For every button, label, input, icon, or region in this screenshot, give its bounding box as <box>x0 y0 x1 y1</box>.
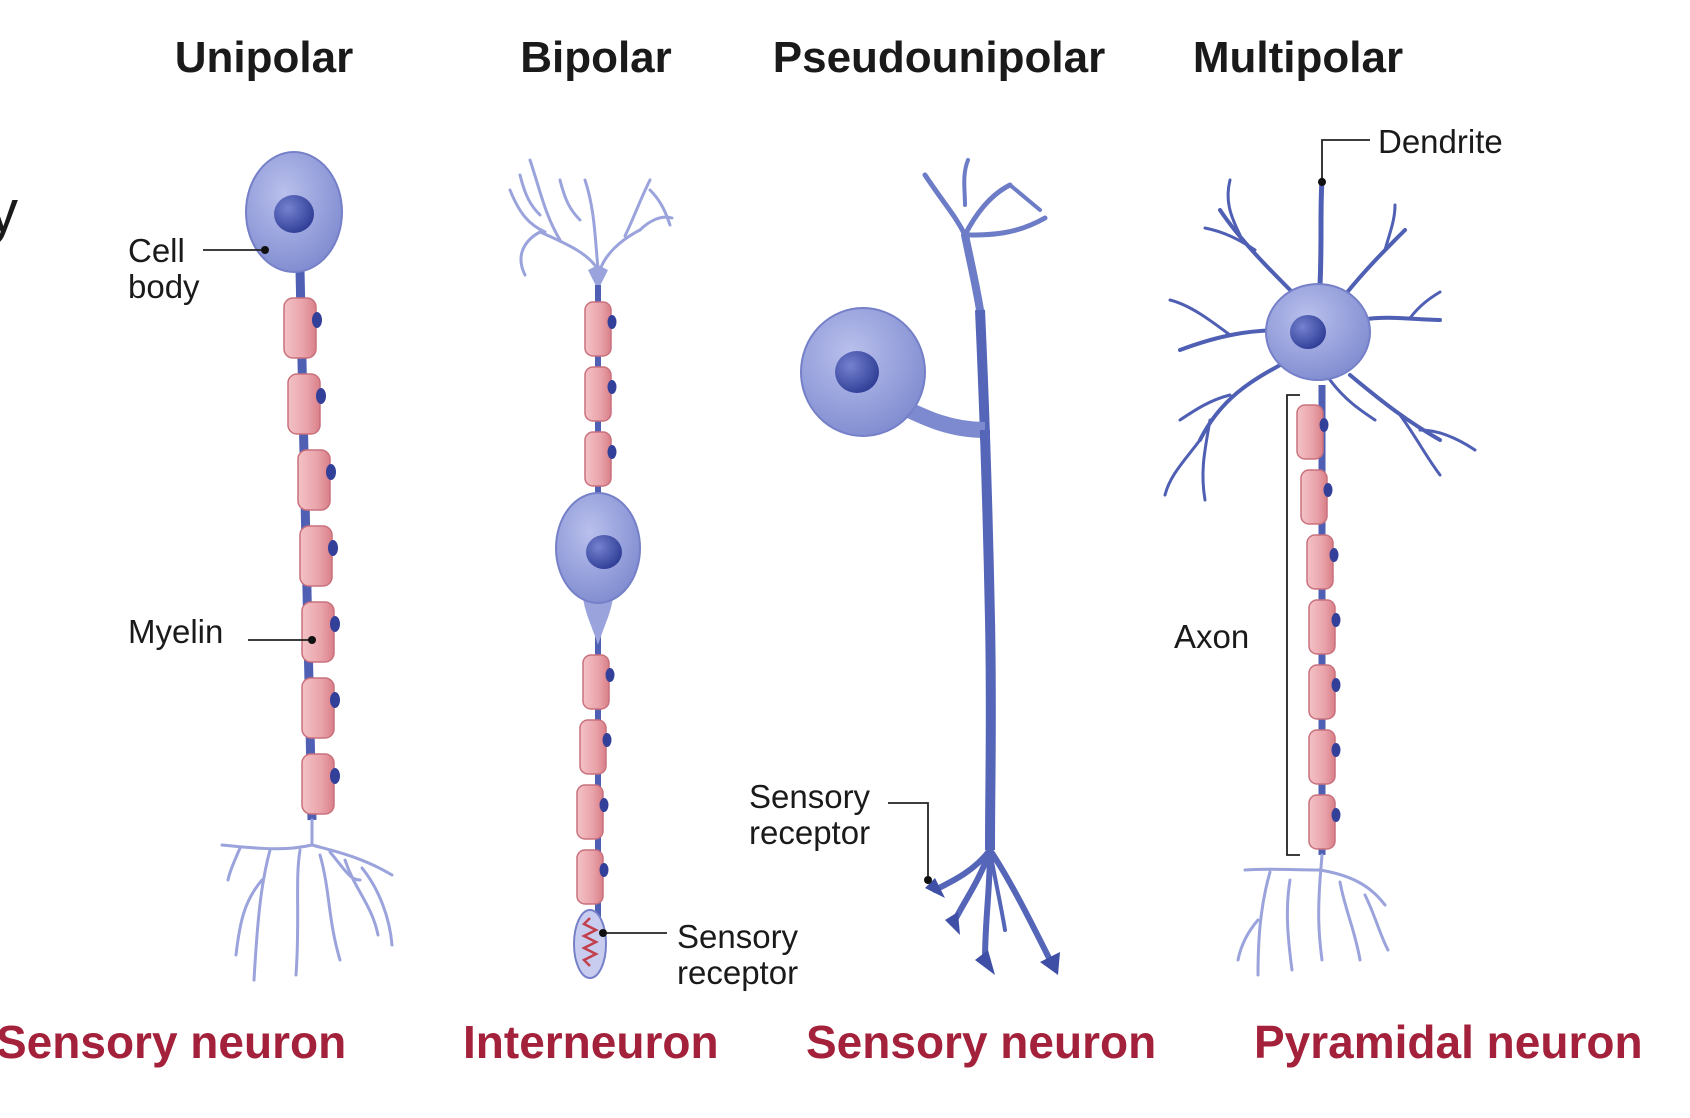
label-sensory-pseudo: Sensory <box>749 778 871 815</box>
label-axon: Axon <box>1174 618 1249 655</box>
axon-terminals <box>1236 853 1390 977</box>
title-bipolar: Bipolar <box>520 33 672 82</box>
peripheral-branch <box>922 158 1048 314</box>
caption-unipolar: Sensory neuron <box>0 1016 346 1068</box>
label-receptor-bipolar: receptor <box>677 954 798 991</box>
title-multipolar: Multipolar <box>1193 33 1403 82</box>
sensory-receptor-branches <box>932 847 1053 963</box>
nucleus <box>274 195 314 233</box>
label-cell: Cell <box>128 232 185 269</box>
axon-bracket <box>1286 394 1300 856</box>
nucleus <box>1290 315 1326 349</box>
myelin-sheath <box>283 297 341 815</box>
title-unipolar: Unipolar <box>175 33 353 82</box>
sensory-receptor <box>573 909 607 979</box>
partial-text: y <box>0 178 18 245</box>
pseudounipolar-neuron <box>800 158 1060 975</box>
caption-bipolar: Interneuron <box>463 1016 719 1068</box>
bipolar-neuron <box>508 158 674 979</box>
leader-sensory-pseudo <box>888 802 929 880</box>
label-body: body <box>128 268 200 305</box>
label-myelin: Myelin <box>128 613 223 650</box>
axon-terminals <box>220 818 394 982</box>
nucleus <box>586 535 622 569</box>
caption-pseudounipolar: Sensory neuron <box>806 1016 1156 1068</box>
caption-multipolar: Pyramidal neuron <box>1254 1016 1643 1068</box>
myelin-sheath <box>1296 404 1342 850</box>
label-receptor-pseudo: receptor <box>749 814 870 851</box>
nucleus <box>835 351 879 393</box>
leader-dendrite <box>1321 139 1370 182</box>
label-dendrite: Dendrite <box>1378 123 1503 160</box>
unipolar-neuron <box>220 151 394 982</box>
dendrites <box>508 158 674 277</box>
multipolar-neuron <box>1163 177 1477 977</box>
label-sensory-bipolar: Sensory <box>677 918 799 955</box>
title-pseudounipolar: Pseudounipolar <box>773 33 1105 82</box>
